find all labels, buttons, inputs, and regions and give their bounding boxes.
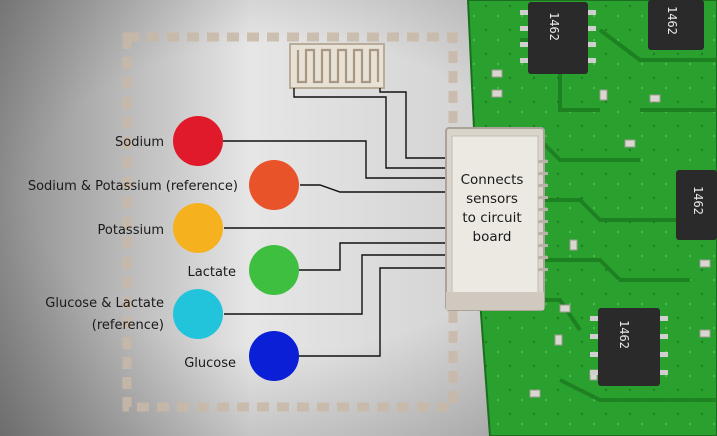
chip-2-label: 1462 (665, 6, 679, 35)
sensor-circle-glucose-lactate-ref (173, 289, 223, 339)
connector-text-line-2: sensors (466, 191, 518, 207)
connector-text-line-4: board (473, 229, 512, 245)
sensor-circle-sodium-potassium-ref (249, 160, 299, 210)
serpentine-sensor (289, 43, 385, 89)
board-connector: Connects sensors to circuit board (445, 127, 548, 311)
chip-3: 1462 (676, 170, 717, 240)
label-glucose-lactate-ref-line-2: (reference) (92, 318, 164, 333)
label-sodium-potassium-ref: Sodium & Potassium (reference) (28, 179, 238, 194)
label-sodium: Sodium (115, 135, 164, 150)
chip-1: 1462 (520, 2, 596, 74)
sensor-circle-glucose (249, 331, 299, 381)
wire-sodium-potassium-ref (300, 184, 446, 193)
label-glucose: Glucose (184, 356, 236, 371)
chip-4: 1462 (590, 308, 668, 386)
chip-2: 1462 (648, 0, 704, 50)
wire-glucose (298, 267, 446, 357)
wires (222, 88, 446, 357)
connector-text-line-1: Connects (461, 172, 524, 188)
label-glucose-lactate-ref-line-1: Glucose & Lactate (45, 296, 164, 311)
wire-sodium (222, 140, 446, 179)
chip-4-label: 1462 (617, 320, 631, 349)
wire-glucose-lactate-ref (224, 254, 446, 315)
chip-1-label: 1462 (547, 12, 561, 41)
sensor-circle-sodium (173, 116, 223, 166)
circuit-board: 1462 1462 1462 1462 (466, 0, 717, 436)
label-lactate: Lactate (187, 265, 236, 280)
chip-3-label: 1462 (691, 186, 705, 215)
label-potassium: Potassium (98, 223, 164, 238)
sensor-circle-lactate (249, 245, 299, 295)
wire-serpentine-a (293, 88, 446, 169)
sensor-circle-potassium (173, 203, 223, 253)
connector-text-line-3: to circuit (462, 210, 521, 226)
wire-lactate (298, 242, 446, 271)
wire-serpentine-b (379, 88, 446, 159)
